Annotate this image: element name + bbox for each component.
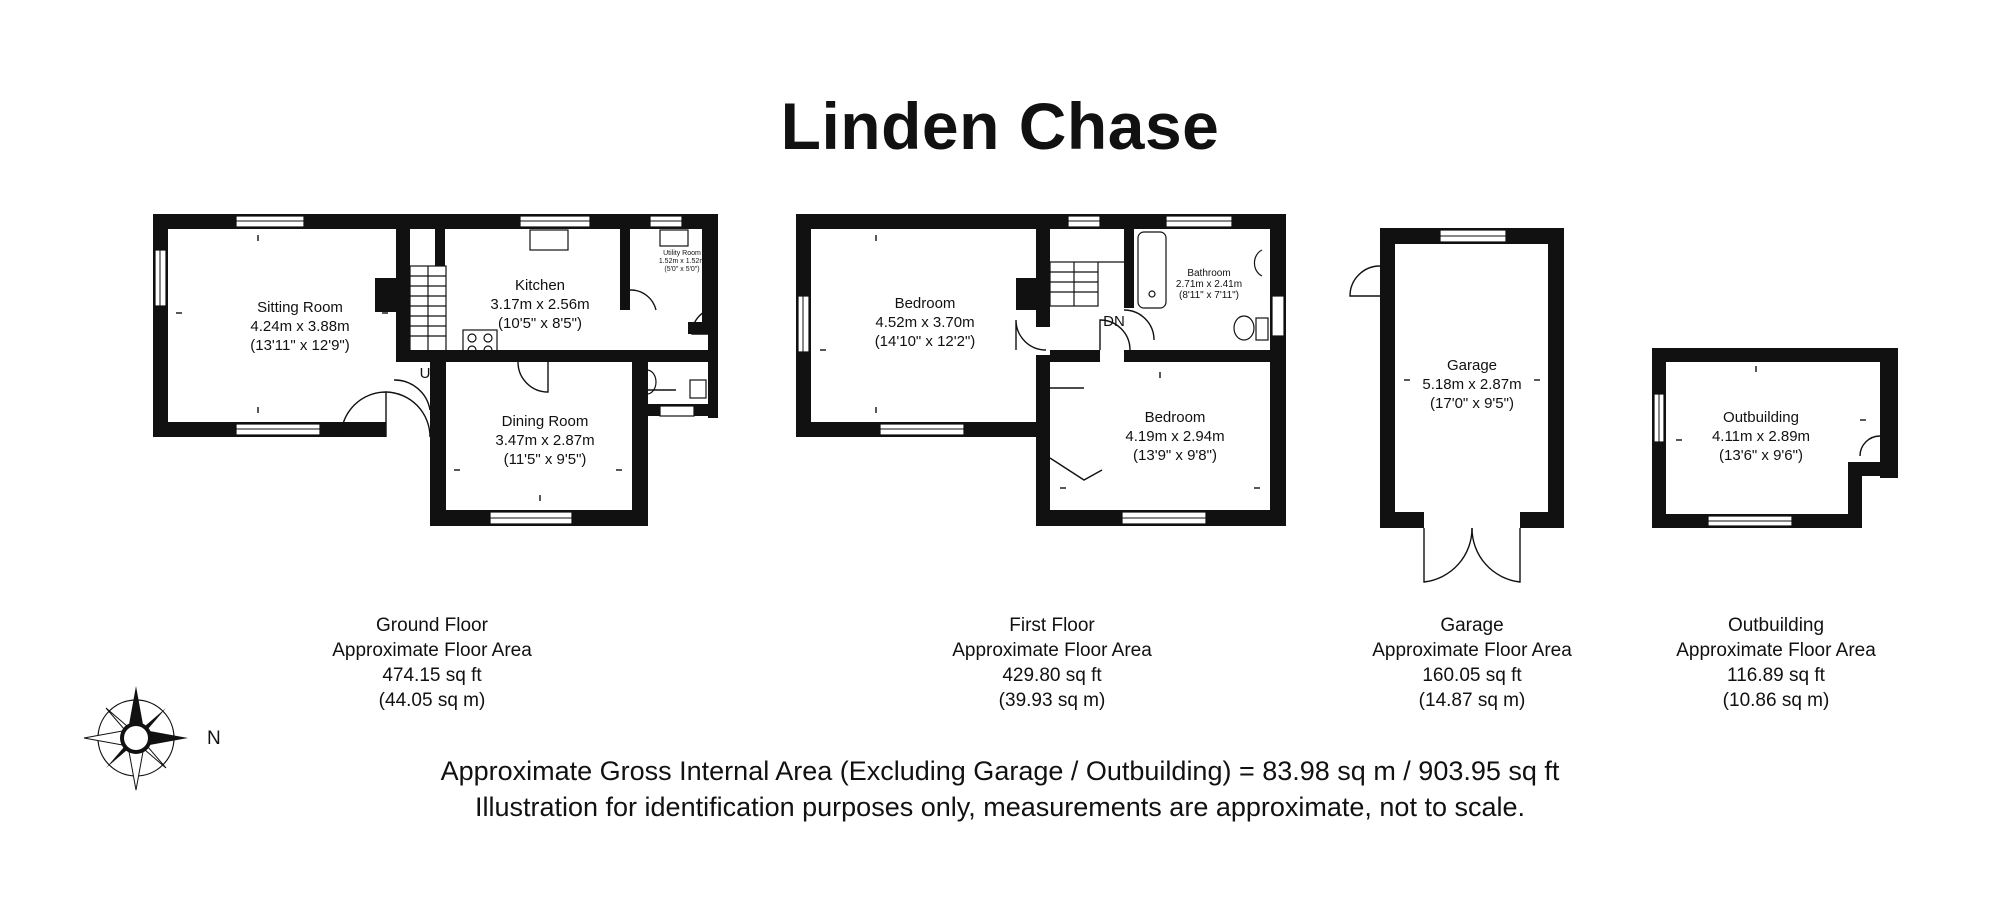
room-dimensions-imperial: (8'11" x 7'11") [1178, 290, 1240, 301]
floor-area-sqm: (44.05 sq m) [378, 690, 486, 711]
outbuilding-walls [1652, 348, 1898, 528]
garage-walls [1380, 228, 1564, 528]
garage-area: Garage Approximate Floor Area 160.05 sq … [1332, 613, 1612, 713]
floor-area-sqm: (14.87 sq m) [1418, 690, 1526, 711]
room-name: Bathroom [1187, 268, 1231, 279]
room-label-sitting-room: Sitting Room 4.24m x 3.88m (13'11" x 12'… [210, 298, 390, 355]
room-label-bedroom-2: Bedroom 4.19m x 2.94m (13'9" x 9'8") [1100, 408, 1250, 465]
room-dimensions-metric: 4.24m x 3.88m [250, 318, 350, 335]
room-name: Outbuilding [1723, 409, 1799, 426]
floor-area-sqft: 160.05 sq ft [1422, 665, 1522, 686]
floor-area-caption: Approximate Floor Area [1676, 640, 1876, 661]
room-dimensions-imperial: (13'9" x 9'8") [1133, 447, 1217, 464]
room-label-bedroom-1: Bedroom 4.52m x 3.70m (14'10" x 12'2") [850, 294, 1000, 351]
room-dimensions-imperial: (14'10" x 12'2") [874, 333, 976, 350]
room-dimensions-imperial: (17'0" x 9'5") [1430, 395, 1514, 412]
room-name: Bedroom [894, 295, 956, 312]
floor-area-caption: Approximate Floor Area [332, 640, 532, 661]
stairs-down-label: DN [1103, 313, 1125, 330]
room-dimensions-imperial: (13'11" x 12'9") [250, 337, 350, 354]
floor-name: First Floor [1009, 615, 1095, 636]
room-dimensions-metric: 4.52m x 3.70m [875, 314, 975, 331]
room-dimensions-metric: 1.52m x 1.52m [658, 258, 706, 265]
room-name: Utility Room [663, 250, 701, 257]
room-label-utility-room: Utility Room 1.52m x 1.52m (5'0" x 5'0") [654, 250, 710, 274]
floor-area-sqm: (10.86 sq m) [1722, 690, 1830, 711]
stairs-up-label: UP [419, 365, 441, 382]
floor-area-caption: Approximate Floor Area [1372, 640, 1572, 661]
room-dimensions-imperial: (5'0" x 5'0") [664, 266, 700, 273]
floor-name: Outbuilding [1727, 615, 1825, 636]
floor-area-sqft: 474.15 sq ft [382, 665, 482, 686]
first-floor-area: First Floor Approximate Floor Area 429.8… [912, 613, 1192, 713]
room-label-dining-room: Dining Room 3.47m x 2.87m (11'5" x 9'5") [470, 412, 620, 469]
compass-rose-icon [83, 686, 188, 791]
floor-area-sqm: (39.93 sq m) [998, 690, 1106, 711]
room-dimensions-metric: 3.17m x 2.56m [490, 296, 590, 313]
room-label-outbuilding: Outbuilding 4.11m x 2.89m (13'6" x 9'6") [1686, 408, 1836, 465]
page-title: Linden Chase [780, 89, 1220, 163]
room-dimensions-imperial: (11'5" x 9'5") [503, 451, 587, 468]
room-dimensions-imperial: (13'6" x 9'6") [1719, 447, 1803, 464]
room-name: Sitting Room [257, 299, 343, 316]
room-dimensions-metric: 3.47m x 2.87m [495, 432, 595, 449]
floor-area-caption: Approximate Floor Area [952, 640, 1152, 661]
room-label-bathroom: Bathroom 2.71m x 2.41m (8'11" x 7'11") [1166, 268, 1252, 301]
room-label-garage: Garage 5.18m x 2.87m (17'0" x 9'5") [1400, 356, 1544, 413]
room-name: Bedroom [1144, 409, 1206, 426]
first-floor-walls [796, 214, 1286, 526]
floor-area-sqft: 429.80 sq ft [1002, 665, 1102, 686]
room-name: Dining Room [501, 413, 589, 430]
room-dimensions-metric: 4.19m x 2.94m [1125, 428, 1225, 445]
ground-floor-walls [153, 214, 718, 526]
floor-name: Garage [1440, 615, 1504, 636]
floor-name: Ground Floor [376, 615, 488, 636]
disclaimer: Illustration for identification purposes… [474, 792, 1526, 822]
room-label-kitchen: Kitchen 3.17m x 2.56m (10'5" x 8'5") [470, 276, 610, 333]
floor-area-sqft: 116.89 sq ft [1727, 665, 1825, 686]
compass-north-label: N [207, 728, 221, 749]
gross-internal-area: Approximate Gross Internal Area (Excludi… [440, 756, 1560, 786]
room-dimensions-metric: 4.11m x 2.89m [1711, 428, 1811, 445]
room-dimensions-imperial: (10'5" x 8'5") [498, 315, 582, 332]
outbuilding-area: Outbuilding Approximate Floor Area 116.8… [1636, 613, 1916, 713]
room-name: Garage [1446, 357, 1498, 374]
room-dimensions-metric: 2.71m x 2.41m [1175, 279, 1243, 290]
room-dimensions-metric: 5.18m x 2.87m [1422, 376, 1522, 393]
ground-floor-area: Ground Floor Approximate Floor Area 474.… [292, 613, 572, 713]
room-name: Kitchen [514, 277, 566, 294]
